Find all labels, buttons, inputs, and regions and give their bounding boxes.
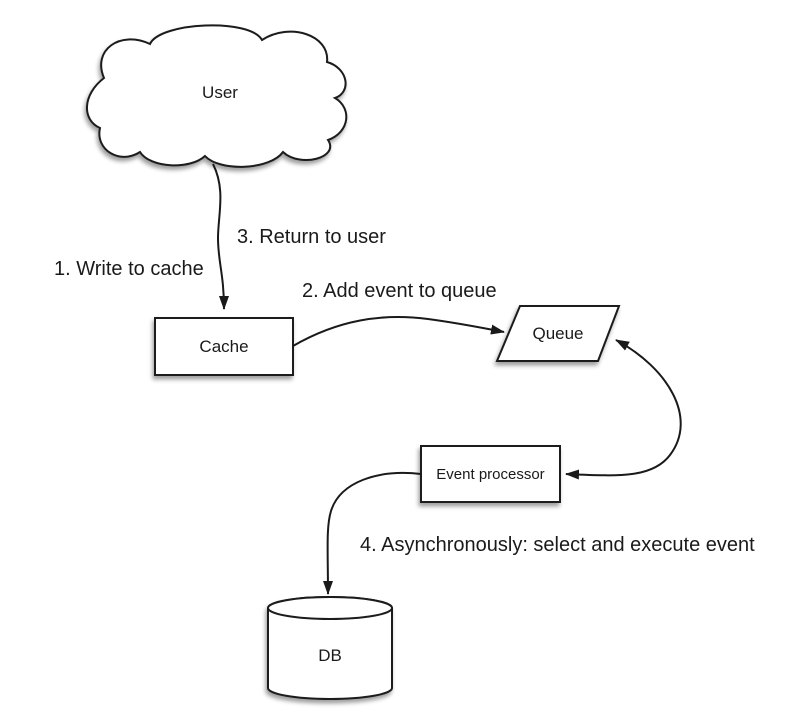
- cache-node-label: Cache: [199, 336, 249, 356]
- user-node-label: User: [202, 83, 238, 102]
- arrow-user-to-cache: [212, 163, 229, 310]
- step2-add-event-to-queue-label: 2. Add event to queue: [302, 280, 497, 302]
- cache-box-shape: [154, 317, 294, 376]
- step4-asynchronously-label: 4. Asynchronously: select and execute ev…: [360, 534, 755, 556]
- db-node-label: DB: [318, 646, 342, 665]
- step1-write-to-cache-label: 1. Write to cache: [54, 258, 204, 280]
- event-processor-box-shape: [420, 445, 561, 503]
- arrow-cache-to-queue: [292, 316, 505, 347]
- step3-return-to-user-label: 3. Return to user: [237, 226, 386, 248]
- user-cloud-shape: [86, 24, 348, 168]
- arrow-queue-event-processor-bidirectional: [565, 339, 682, 480]
- arrow-event-processor-to-db: [322, 472, 422, 595]
- queue-node-label: Queue: [532, 323, 584, 343]
- event-processor-node-label: Event processor: [436, 465, 545, 483]
- db-cylinder-shape: [267, 596, 393, 700]
